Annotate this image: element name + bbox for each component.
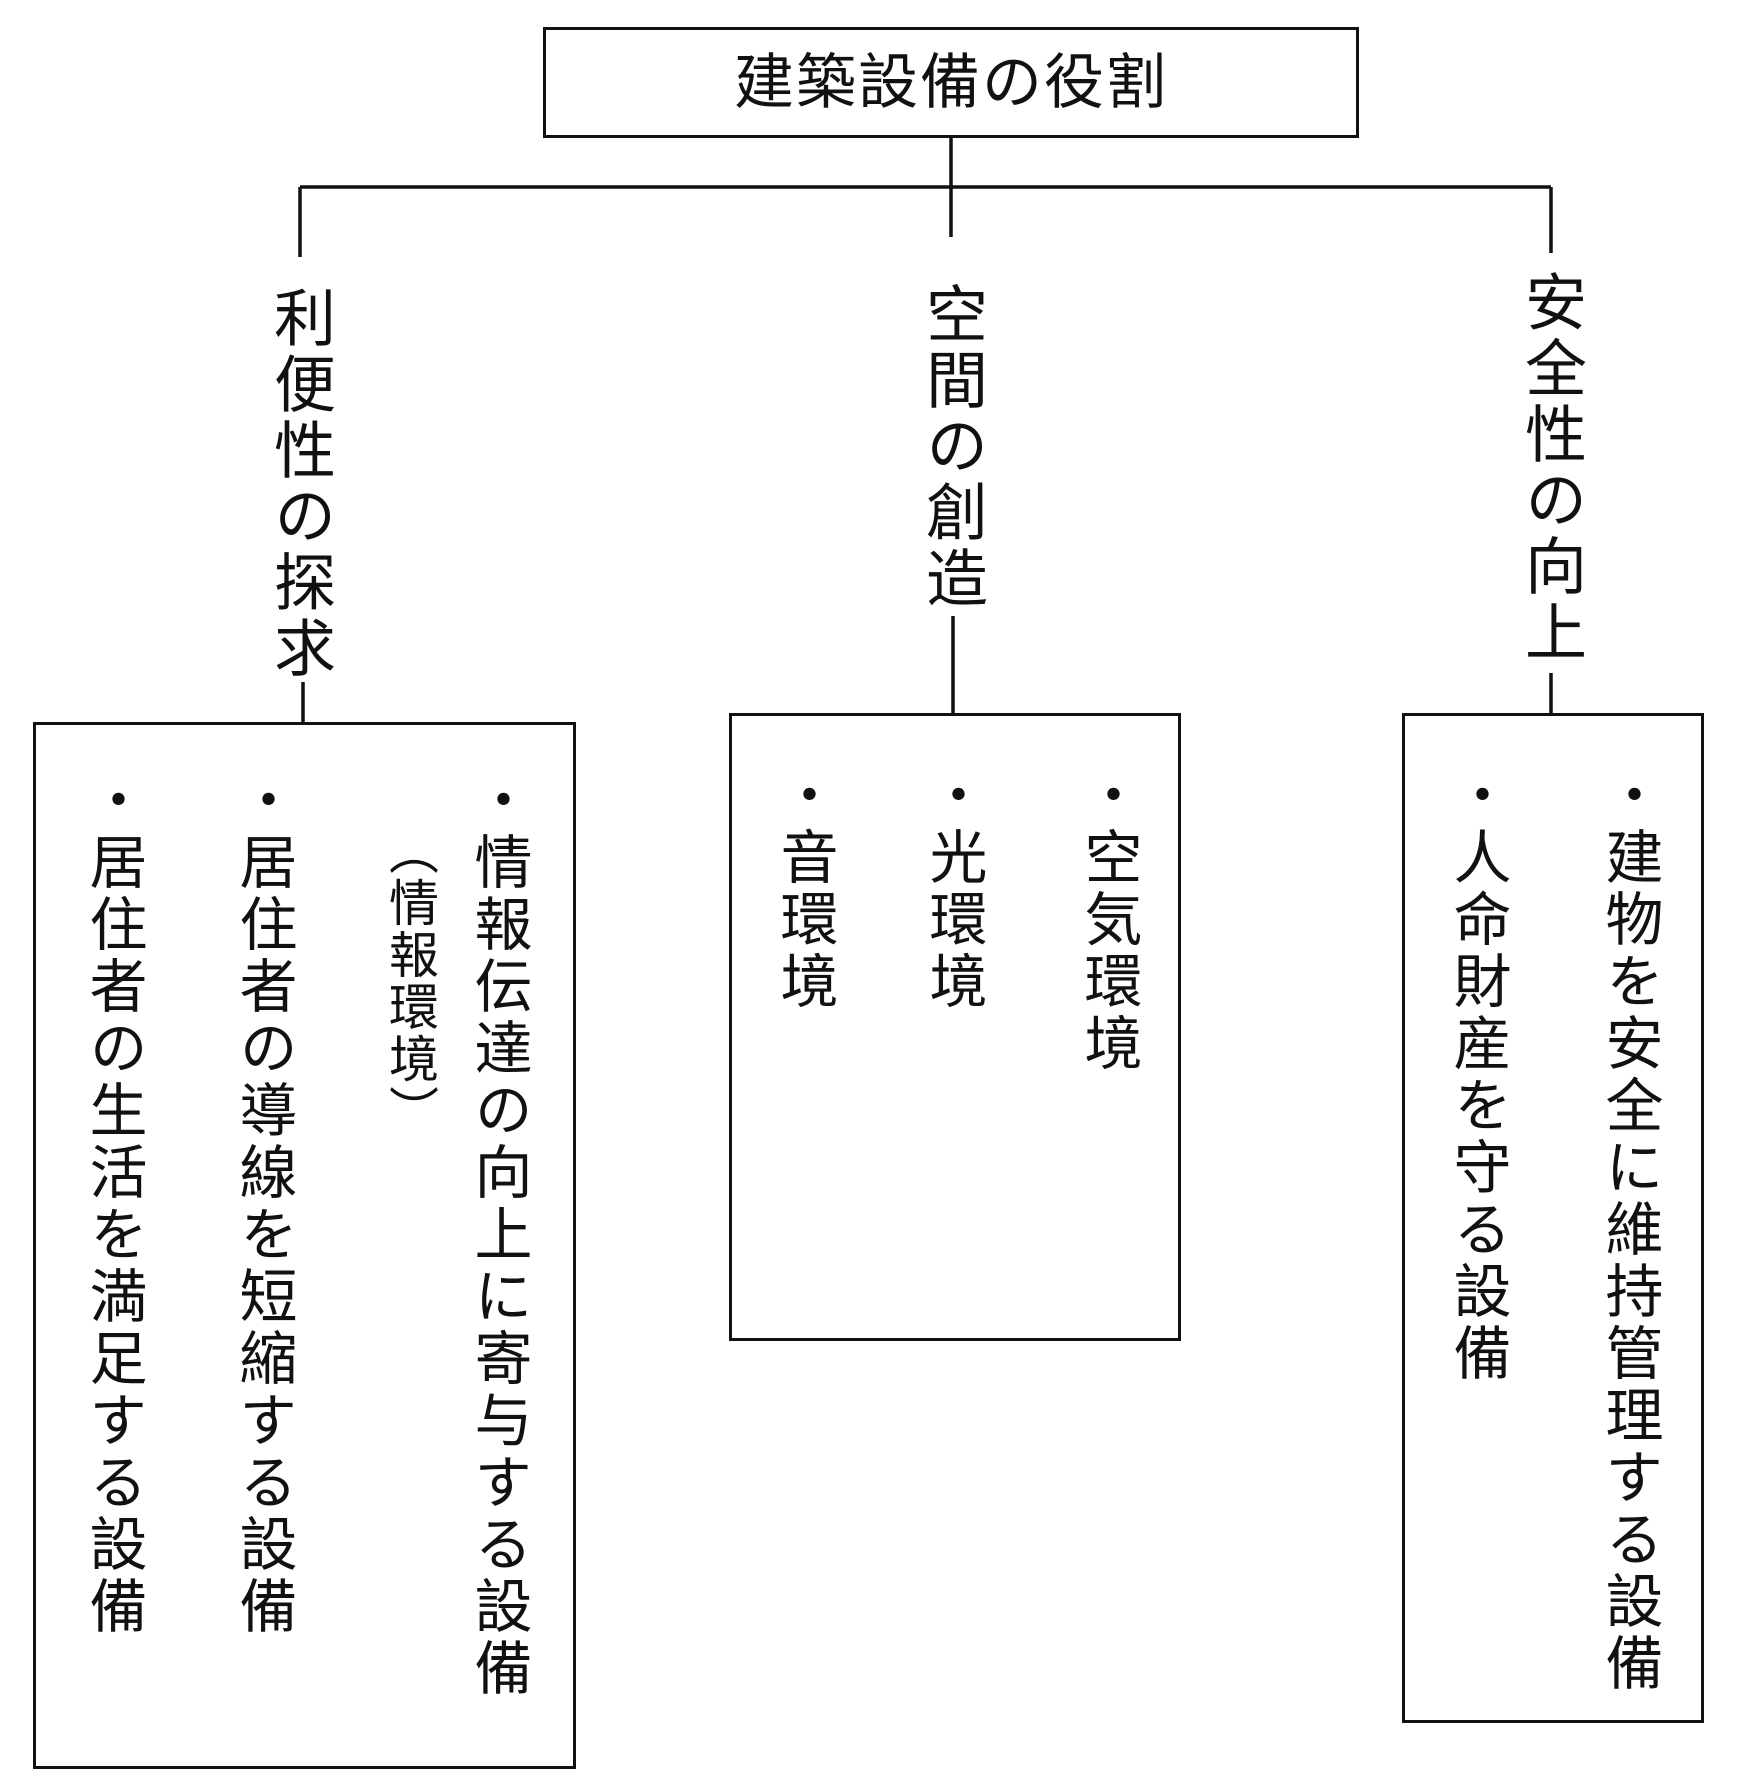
branch-title-space-creation: 空間の創造 bbox=[915, 282, 988, 612]
leaf-item-air-environment: ・空気環境 bbox=[1074, 765, 1143, 1075]
leaf-item-protect-life-property: ・人命財産を守る設備 bbox=[1443, 765, 1512, 1385]
branch-title-convenience: 利便性の探求 bbox=[263, 286, 336, 682]
leaf-item-sound-environment: ・音環境 bbox=[770, 765, 839, 1013]
root-title: 建築設備の役割 bbox=[734, 47, 1168, 118]
leaf-item-shorten-circulation: ・居住者の導線を短縮する設備 bbox=[229, 770, 298, 1638]
branch-title-safety: 安全性の向上 bbox=[1514, 270, 1587, 666]
leaf-item-information-transfer: ・情報伝達の向上に寄与する設備 bbox=[464, 770, 533, 1700]
branch-box-convenience bbox=[33, 722, 576, 1769]
branch-box-space-creation bbox=[729, 713, 1181, 1341]
leaf-item-light-environment: ・光環境 bbox=[919, 765, 988, 1013]
root-box: 建築設備の役割 bbox=[543, 27, 1359, 138]
leaf-item-building-maintenance: ・建物を安全に維持管理する設備 bbox=[1595, 765, 1664, 1695]
leaf-note-information-environment: （情報環境） bbox=[381, 825, 439, 1137]
leaf-item-resident-satisfaction: ・居住者の生活を満足する設備 bbox=[79, 770, 148, 1638]
branch-box-safety bbox=[1402, 713, 1704, 1723]
